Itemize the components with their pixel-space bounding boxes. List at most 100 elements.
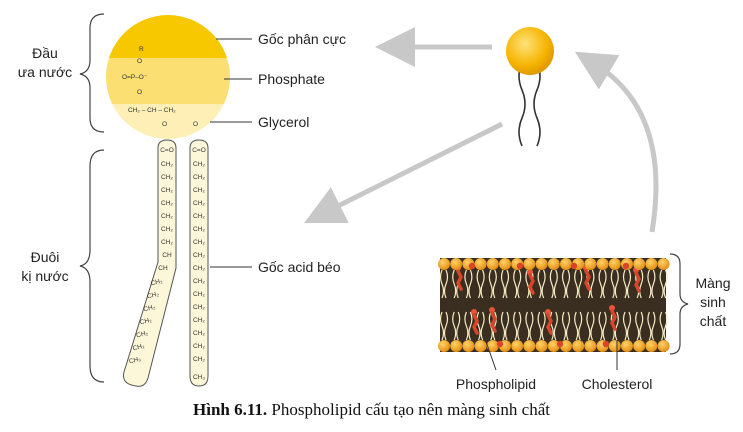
membrane-head	[486, 258, 499, 270]
membrane-head	[462, 340, 475, 352]
tail-atom: CH₂	[146, 291, 160, 301]
tail-atom: CH₂	[161, 174, 173, 181]
membrane-head	[645, 258, 658, 270]
membrane-head	[572, 340, 585, 352]
membrane-label-line3: chất	[700, 313, 727, 329]
cholesterol-molecule	[489, 307, 495, 313]
membrane-head	[657, 340, 670, 352]
membrane-head	[523, 340, 536, 352]
tail-atom: CH₂	[143, 304, 157, 314]
tail-group-label-line2: kị nước	[21, 268, 68, 284]
membrane-bilayer	[438, 258, 670, 352]
tail-atom: CH₂	[193, 356, 205, 363]
tail-atom: CH₂	[193, 187, 205, 194]
head-group-label-line1: Đầu	[32, 45, 58, 61]
tail-atom: CH₂	[161, 213, 173, 220]
cholesterol-label: Cholesterol	[582, 376, 653, 392]
tail-atom: CH₂	[193, 304, 205, 311]
tail-atom: CH₂	[193, 161, 205, 168]
tail-atom: CH₂	[161, 200, 173, 207]
membrane-head	[523, 258, 536, 270]
membrane-head	[511, 340, 524, 352]
phosphate-label: Phosphate	[258, 71, 325, 87]
arrow-membrane-to-molecule	[574, 51, 659, 233]
arrow-to-tail	[304, 121, 504, 223]
membrane-head	[633, 258, 646, 270]
tail-atom: CH₂	[132, 343, 146, 353]
membrane-head	[621, 340, 633, 352]
tail-atom: CH₂	[161, 161, 173, 168]
cholesterol-molecule	[471, 309, 477, 315]
membrane-head	[450, 340, 463, 352]
figure-caption: Hình 6.11. Phospholipid cấu tạo nên màng…	[0, 400, 743, 420]
tail-atom: CH₂	[193, 200, 205, 207]
tail-atom: CH₂	[193, 213, 205, 220]
tail-atom: CH₂	[193, 343, 205, 350]
svg-text:O: O	[162, 121, 167, 128]
svg-text:O=P–O⁻: O=P–O⁻	[122, 74, 148, 81]
tail-atoms: C=O CH₂ CH₂ CH₂ CH₂ CH₂ CH₂ CH₂ CH₂ CH₂ CH₂ CH₂ CH₂ C…	[128, 147, 205, 381]
cholesterol-molecule	[527, 269, 533, 275]
membrane-head	[657, 258, 670, 270]
tail-atom: CH₂	[136, 330, 150, 340]
svg-text:O: O	[137, 58, 142, 65]
svg-text:CH₂ – CH – CH₂: CH₂ – CH – CH₂	[128, 107, 176, 114]
tail-brace	[79, 149, 105, 383]
cholesterol-head	[622, 262, 630, 270]
tail-atom: CH₂	[193, 226, 205, 233]
tail-atom: CH₂	[193, 265, 205, 272]
cholesterol-head	[516, 262, 524, 270]
head-brace	[79, 13, 105, 133]
polar-group-label: Gốc phân cực	[258, 31, 346, 47]
tail-atom: CH₂	[193, 278, 205, 285]
membrane-label-line2: sinh	[700, 294, 726, 310]
tail-atom: CH₂	[193, 239, 205, 246]
membrane-head	[584, 258, 597, 270]
fatty-acid-label: Gốc acid béo	[258, 259, 341, 275]
cholesterol-head	[556, 340, 564, 348]
membrane-head	[486, 340, 499, 352]
membrane-head	[474, 258, 487, 270]
tail-group-label-line1: Đuôi	[31, 249, 60, 265]
cholesterol-head	[602, 340, 610, 348]
glycerol-label: Glycerol	[258, 114, 309, 130]
head-group-label-line2: ưa nước	[18, 64, 72, 80]
svg-text:O: O	[193, 121, 198, 128]
phospholipid-icon	[506, 27, 554, 147]
cholesterol-head	[468, 262, 476, 270]
tail-atom: CH₂	[193, 252, 205, 259]
fatty-acid-tail-straight	[189, 139, 209, 387]
tail-atom: CH	[162, 252, 172, 259]
membrane-head	[450, 258, 463, 270]
membrane-head	[474, 340, 487, 352]
cholesterol-molecule	[609, 305, 615, 311]
tail-atom: CH₂	[139, 317, 153, 327]
cholesterol-head	[496, 340, 504, 348]
tail-atom: CH₂	[193, 317, 205, 324]
membrane-head	[499, 258, 511, 270]
phospholipid-head	[106, 15, 230, 139]
membrane-head	[608, 258, 621, 270]
head-formula: R O O=P–O⁻ O CH₂ – CH – CH₂ O O	[122, 46, 198, 128]
phospholipid-label: Phospholipid	[456, 376, 536, 392]
membrane-head	[608, 340, 621, 352]
membrane-head	[645, 340, 658, 352]
tail-atom: CH₂	[161, 187, 173, 194]
tail-atom: CH₂	[161, 226, 173, 233]
membrane-head	[438, 340, 450, 352]
membrane-label-line1: Màng	[695, 275, 730, 291]
tail-atom: CH₂	[193, 291, 205, 298]
membrane-head	[560, 258, 572, 270]
svg-text:O: O	[137, 89, 142, 96]
cholesterol-molecule	[545, 309, 551, 315]
tail-atom: CH₃	[193, 374, 205, 381]
membrane-head	[438, 258, 450, 270]
tail-atom: CH	[158, 265, 168, 272]
tail-atom: CH₃	[128, 356, 142, 366]
tail-atom: C=O	[192, 147, 206, 154]
svg-text:R: R	[139, 46, 144, 53]
tail-atom: CH₂	[161, 239, 173, 246]
phospholipid-leader	[483, 335, 497, 371]
membrane-head	[633, 340, 646, 352]
